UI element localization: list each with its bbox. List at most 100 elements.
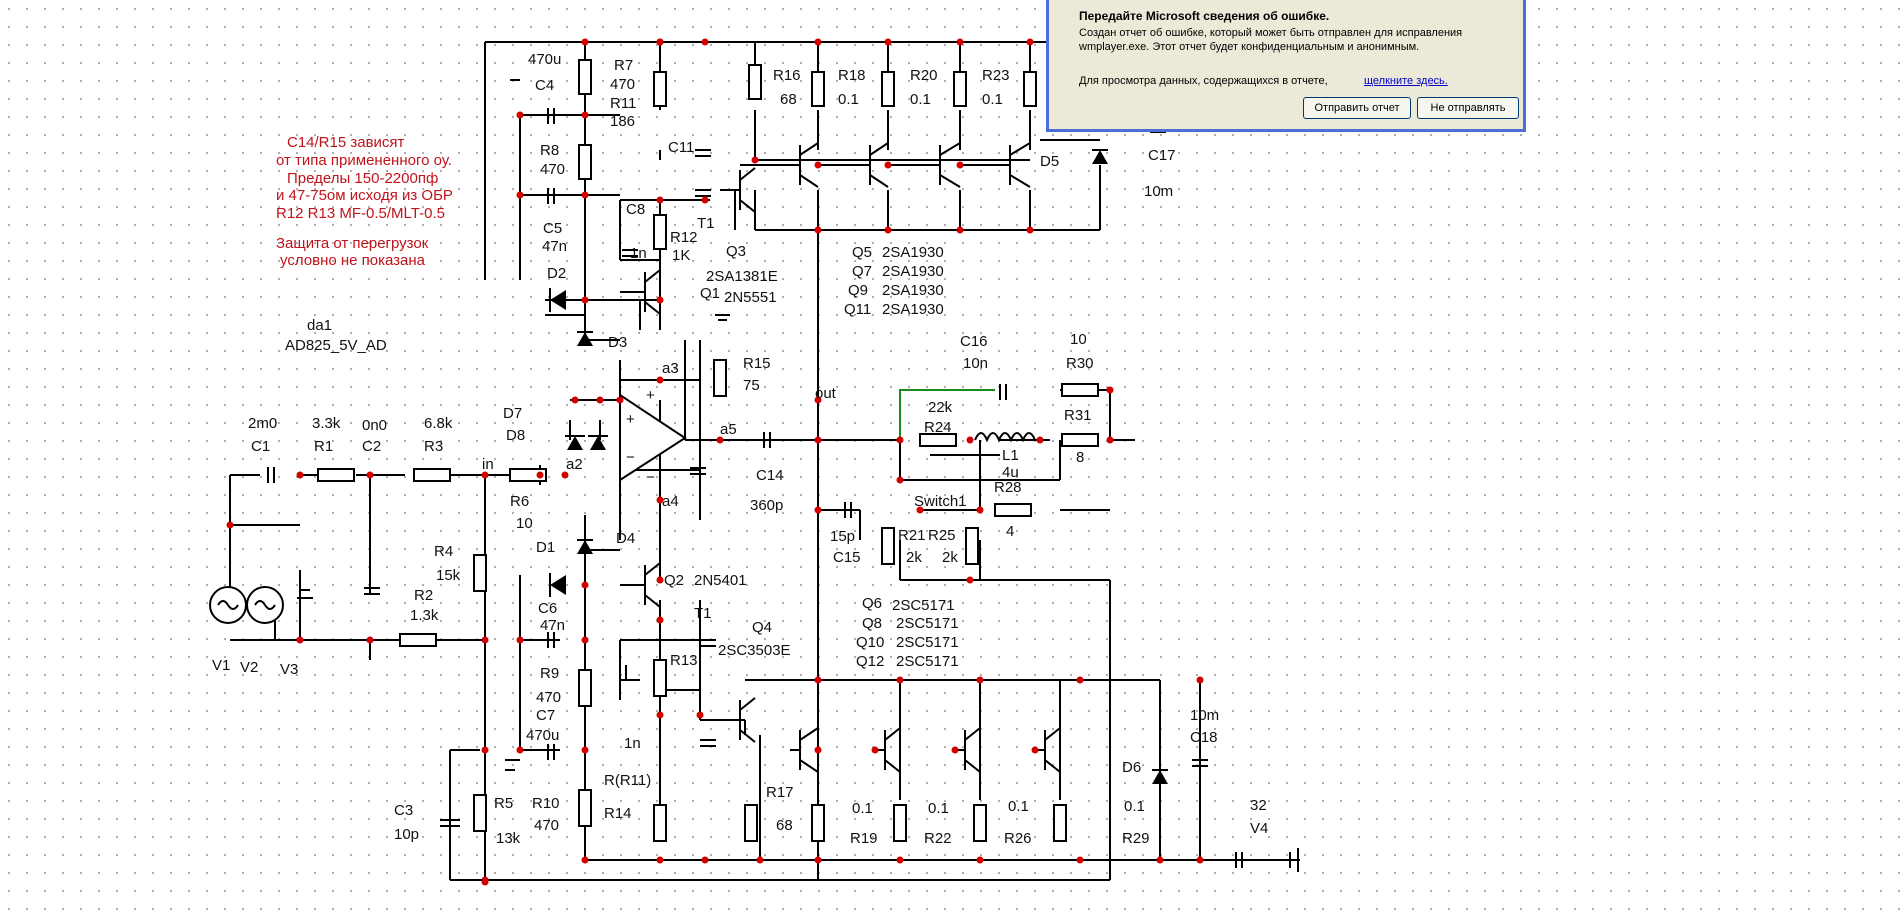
label-q1: Q1 bbox=[700, 285, 720, 302]
label-c18-val: 10m bbox=[1190, 707, 1219, 724]
label-r15-val: 75 bbox=[743, 377, 760, 394]
opamp-name: da1 bbox=[307, 317, 332, 334]
label-c7: C7 bbox=[536, 707, 555, 724]
label-r21: R21 bbox=[898, 527, 926, 544]
label-r1-val: 3.3k bbox=[312, 415, 341, 432]
label-c16: C16 bbox=[960, 333, 988, 350]
label-r25-val: 2k bbox=[942, 549, 958, 566]
label-c8-val: 1n bbox=[630, 245, 647, 262]
label-q7: Q7 bbox=[852, 263, 872, 280]
label-r22-val: 0.1 bbox=[928, 800, 949, 817]
label-r5-val: 13k bbox=[496, 830, 521, 847]
label-r14: R14 bbox=[604, 805, 632, 822]
label-l1: L1 bbox=[1002, 447, 1019, 464]
label-d6: D6 bbox=[1122, 759, 1141, 776]
label-r10-val: 470 bbox=[534, 817, 559, 834]
label-r20: R20 bbox=[910, 67, 938, 84]
svg-text:−: − bbox=[646, 469, 655, 486]
label-v2: V2 bbox=[240, 659, 258, 676]
label-r9-val: 470 bbox=[536, 689, 561, 706]
label-r29-val: 0.1 bbox=[1124, 798, 1145, 815]
label-r26-val: 0.1 bbox=[1008, 798, 1029, 815]
label-c8: C8 bbox=[626, 201, 645, 218]
label-r2-val: 1.3k bbox=[410, 607, 439, 624]
label-q9-model: 2SA1930 bbox=[882, 282, 944, 299]
label-r11: R11 bbox=[610, 95, 636, 112]
label-q9: Q9 bbox=[848, 282, 868, 299]
label-c5: C5 bbox=[543, 220, 562, 237]
label-c2: C2 bbox=[362, 438, 381, 455]
label-r13: R13 bbox=[670, 652, 698, 669]
label-q2: Q2 bbox=[664, 572, 684, 589]
label-r15: R15 bbox=[743, 355, 771, 372]
label-c5-val: 47n bbox=[542, 238, 567, 255]
label-c17-val: 10m bbox=[1144, 183, 1173, 200]
label-r8: R8 bbox=[540, 142, 559, 159]
label-c3: C3 bbox=[394, 802, 413, 819]
opamp-model: AD825_5V_AD bbox=[285, 337, 387, 354]
component-labels: 470u C4 R7 470 R11 186 R8 470 C5 47n D2 … bbox=[212, 51, 1268, 847]
label-q12: Q12 bbox=[856, 653, 884, 670]
dont-send-button[interactable]: Не отправлять bbox=[1417, 97, 1519, 119]
label-a5: a5 bbox=[720, 421, 737, 438]
send-report-button[interactable]: Отправить отчет bbox=[1303, 97, 1411, 119]
label-q3: Q3 bbox=[726, 243, 746, 260]
label-r2: R2 bbox=[414, 587, 433, 604]
label-r7: R7 bbox=[614, 57, 633, 74]
diodes bbox=[549, 149, 1168, 784]
label-r3: R3 bbox=[424, 438, 443, 455]
label-c3-val: 10p bbox=[394, 826, 419, 843]
label-r24-val: 22k bbox=[928, 399, 953, 416]
label-q4-model: 2SC3503E bbox=[718, 642, 791, 659]
label-c14-val: 360p bbox=[750, 497, 783, 514]
opamp-label: da1 AD825_5V_AD bbox=[285, 317, 387, 354]
label-in: in bbox=[482, 456, 494, 473]
label-v4: V4 bbox=[1250, 820, 1268, 837]
label-r18: R18 bbox=[838, 67, 866, 84]
label-r30-val: 10 bbox=[1070, 331, 1087, 348]
svg-text:−: − bbox=[626, 449, 635, 466]
label-a4: a4 bbox=[662, 493, 679, 510]
label-q6: Q6 bbox=[862, 595, 882, 612]
label-d3: D3 bbox=[608, 334, 627, 351]
label-r10: R10 bbox=[532, 795, 560, 812]
label-c6-val: 47n bbox=[540, 617, 565, 634]
note-line-3: Пределы 150-2200пф bbox=[287, 170, 438, 187]
label-c15: C15 bbox=[833, 549, 861, 566]
dialog-details-link[interactable]: щелкните здесь. bbox=[1364, 75, 1448, 87]
label-c17: C17 bbox=[1148, 147, 1176, 164]
label-q5-model: 2SA1930 bbox=[882, 244, 944, 261]
label-q6-model: 2SC5171 bbox=[892, 597, 955, 614]
label-q10-model: 2SC5171 bbox=[896, 634, 959, 651]
note-line-2: от типа примененного оу. bbox=[276, 152, 452, 169]
label-d5: D5 bbox=[1040, 153, 1059, 170]
label-v1: V1 bbox=[212, 657, 230, 674]
label-r28: R28 bbox=[994, 479, 1022, 496]
label-q7-model: 2SA1930 bbox=[882, 263, 944, 280]
label-r17: R17 bbox=[766, 784, 794, 801]
label-a2: a2 bbox=[566, 456, 583, 473]
label-q11-model: 2SA1930 bbox=[882, 301, 944, 318]
label-r1: R1 bbox=[314, 438, 333, 455]
label-q11: Q11 bbox=[844, 301, 871, 318]
label-r24: R24 bbox=[924, 419, 952, 436]
label-out: out bbox=[815, 385, 837, 402]
label-d2: D2 bbox=[547, 265, 566, 282]
label-c4: C4 bbox=[535, 77, 554, 94]
dialog-details-text: Для просмотра данных, содержащихся в отч… bbox=[1079, 75, 1328, 87]
label-r25: R25 bbox=[928, 527, 956, 544]
label-r11-val: 186 bbox=[610, 113, 635, 130]
note-line-1: C14/R15 зависят bbox=[287, 134, 405, 151]
label-q5: Q5 bbox=[852, 244, 872, 261]
label-a3: a3 bbox=[662, 360, 679, 377]
sources bbox=[209, 586, 313, 624]
label-r19-val: 0.1 bbox=[852, 800, 873, 817]
label-r31: R31 bbox=[1064, 407, 1092, 424]
junction-dots bbox=[226, 38, 1204, 886]
label-q10: Q10 bbox=[856, 634, 884, 651]
label-r30: R30 bbox=[1066, 355, 1094, 372]
svg-text:+: + bbox=[646, 387, 655, 404]
label-switch1: Switch1 bbox=[914, 493, 967, 510]
label-l1-val: 4u bbox=[1002, 464, 1019, 481]
